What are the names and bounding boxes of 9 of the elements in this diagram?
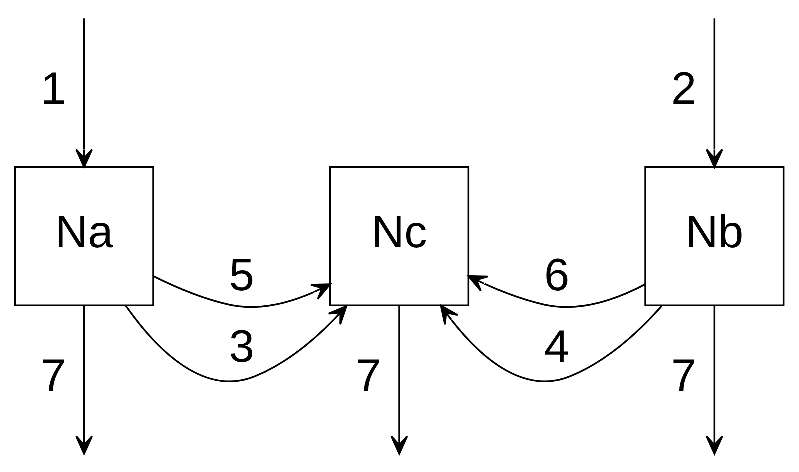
edge-label: 5	[229, 248, 255, 300]
edge-label: 7	[41, 350, 66, 401]
edge-label: 3	[229, 320, 255, 372]
edge-label: 4	[544, 320, 570, 372]
edge-label: 7	[671, 350, 697, 401]
edge-label: 6	[544, 248, 570, 300]
edge-label: 2	[671, 62, 697, 114]
edge-label: 1	[41, 62, 66, 114]
edge-label: 7	[356, 350, 382, 401]
